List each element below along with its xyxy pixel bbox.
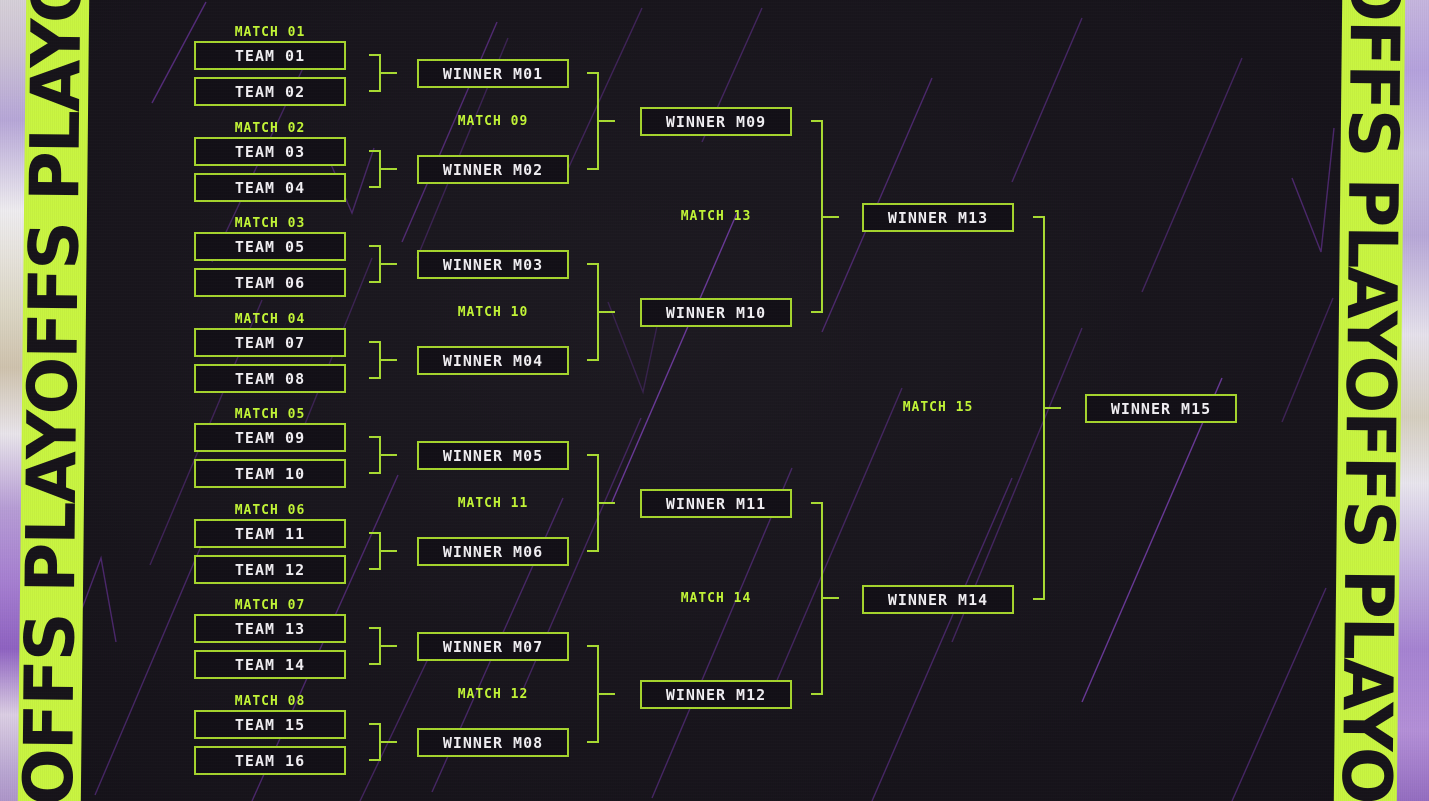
match-label-15: MATCH 15 [902,400,974,415]
team-slot-11: TEAM 11 [194,519,346,548]
team-slot-08: TEAM 08 [194,364,346,393]
match-label-06: MATCH 06 [234,503,306,518]
match-label-01: MATCH 01 [234,25,306,40]
match-label-14: MATCH 14 [680,591,752,606]
winner-slot-m01: WINNER M01 [417,59,569,88]
winner-slot-m12: WINNER M12 [640,680,792,709]
match-label-10: MATCH 10 [457,305,529,320]
winner-slot-m10: WINNER M10 [640,298,792,327]
playoffs-banner-right: OFFS PLAYOFFS PLAYOFFS [1333,0,1406,801]
winner-slot-m05: WINNER M05 [417,441,569,470]
winner-slot-m02: WINNER M02 [417,155,569,184]
team-slot-01: TEAM 01 [194,41,346,70]
match-label-08: MATCH 08 [234,694,306,709]
team-slot-09: TEAM 09 [194,423,346,452]
team-slot-16: TEAM 16 [194,746,346,775]
match-label-13: MATCH 13 [680,209,752,224]
team-slot-02: TEAM 02 [194,77,346,106]
winner-slot-m11: WINNER M11 [640,489,792,518]
playoffs-banner-left: OFFS PLAYOFFS PLAYOFFS [17,0,90,801]
match-label-05: MATCH 05 [234,407,306,422]
playoffs-banner-left-text: OFFS PLAYOFFS PLAYOFFS [17,0,90,801]
match-label-03: MATCH 03 [234,216,306,231]
winner-slot-m13: WINNER M13 [862,203,1014,232]
winner-slot-m03: WINNER M03 [417,250,569,279]
team-slot-10: TEAM 10 [194,459,346,488]
winner-slot-m07: WINNER M07 [417,632,569,661]
connector-group [369,54,1061,761]
team-slot-03: TEAM 03 [194,137,346,166]
winner-slot-m04: WINNER M04 [417,346,569,375]
winner-slot-m08: WINNER M08 [417,728,569,757]
team-slot-04: TEAM 04 [194,173,346,202]
team-slot-12: TEAM 12 [194,555,346,584]
match-label-07: MATCH 07 [234,598,306,613]
winner-slot-m06: WINNER M06 [417,537,569,566]
winner-slot-m09: WINNER M09 [640,107,792,136]
team-slot-13: TEAM 13 [194,614,346,643]
winner-slot-m15: WINNER M15 [1085,394,1237,423]
match-label-02: MATCH 02 [234,121,306,136]
match-label-09: MATCH 09 [457,114,529,129]
match-label-11: MATCH 11 [457,496,529,511]
winner-slot-m14: WINNER M14 [862,585,1014,614]
team-slot-05: TEAM 05 [194,232,346,261]
match-label-04: MATCH 04 [234,312,306,327]
team-slot-07: TEAM 07 [194,328,346,357]
team-slot-14: TEAM 14 [194,650,346,679]
playoffs-banner-right-text: OFFS PLAYOFFS PLAYOFFS [1333,0,1406,801]
team-slot-06: TEAM 06 [194,268,346,297]
match-label-12: MATCH 12 [457,687,529,702]
team-slot-15: TEAM 15 [194,710,346,739]
